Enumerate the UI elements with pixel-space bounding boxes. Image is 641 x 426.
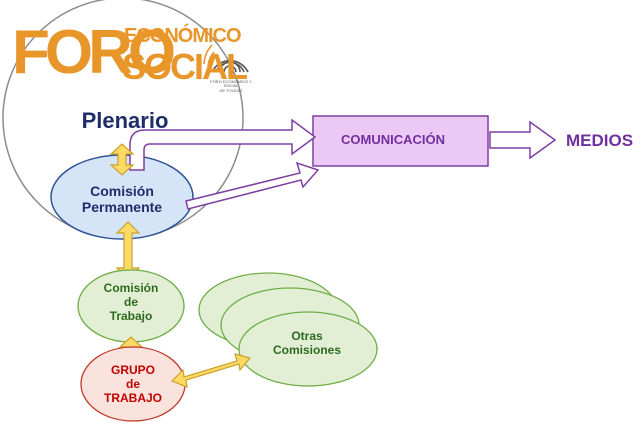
comision-permanente-label: Comisión Permanente xyxy=(72,183,172,215)
comision-permanente-line-2: Permanente xyxy=(81,199,163,216)
medios-label: MEDIOS xyxy=(566,131,634,150)
permanente-to-comunicacion-arrow xyxy=(129,118,317,171)
otras-comisiones-label: Otras Comisiones xyxy=(262,329,352,358)
comision-trabajo-line-2: de xyxy=(123,294,138,309)
logo-tagline-line-1: FORO ECONÓMICO Y SOCIAL xyxy=(210,79,252,89)
logo-social-text: SOCIAL xyxy=(122,46,248,87)
grupo-trabajo-label: GRUPO de TRABAJO xyxy=(88,363,178,405)
otras-comisiones-line-2: Comisiones xyxy=(272,342,341,357)
logo-tagline-line-2: DE TOLEDO xyxy=(219,87,243,93)
plenario-label: Plenario xyxy=(81,108,169,133)
logo-economico-text: ECONÓMICO xyxy=(124,25,242,47)
otras-comisiones-ellipse-front xyxy=(238,311,378,387)
comision-trabajo-line-3: Trabajo xyxy=(109,308,153,323)
grupo-trabajo-line-1: GRUPO xyxy=(110,363,155,377)
grupo-trabajo-line-3: TRABAJO xyxy=(103,390,162,405)
comunicacion-box xyxy=(312,115,489,167)
comunicacion-label: COMUNICACIÓN xyxy=(341,132,445,147)
otras-comisiones-line-1: Otras xyxy=(291,329,323,343)
comunicacion-to-medios-arrow xyxy=(489,120,557,160)
plenario-permanente-arrow xyxy=(109,143,135,176)
comision-permanente-line-1: Comisión xyxy=(90,183,154,199)
logo-foro-text: FORO xyxy=(12,18,176,87)
comision-trabajo-line-1: Comisión xyxy=(103,281,159,295)
grupo-otras-arrow xyxy=(170,353,252,388)
grupo-trabajo-line-2: de xyxy=(125,376,140,391)
logo-arcs-icon xyxy=(203,44,249,73)
logo-tagline: FORO ECONÓMICO Y SOCIAL DE TOLEDO xyxy=(208,79,254,93)
comision-trabajo-label: Comisión de Trabajo xyxy=(86,281,176,323)
permanente-diagonal-arrow xyxy=(185,161,320,210)
